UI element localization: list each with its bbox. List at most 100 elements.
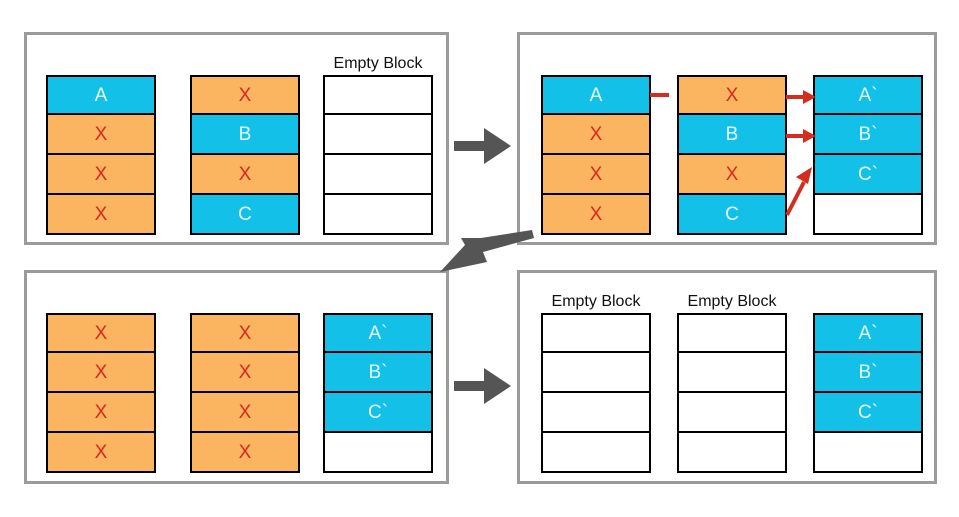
empty-block-label: Empty Block	[687, 293, 777, 310]
block-cell[interactable]	[677, 313, 787, 353]
stack-tl-3: Empty Block	[323, 55, 433, 235]
cell-label: X	[94, 401, 108, 423]
block-cell[interactable]	[541, 353, 651, 393]
cell-label: X	[94, 163, 108, 185]
cell-label: X	[94, 123, 108, 145]
cell-label: X	[725, 84, 739, 106]
block-cell[interactable]: X	[46, 155, 156, 195]
cell-label: X	[94, 441, 108, 463]
block-cell[interactable]: X	[541, 115, 651, 155]
cell-label: X	[94, 203, 108, 225]
stack-br-2: Empty Block	[677, 293, 787, 473]
block-cell[interactable]: X	[46, 433, 156, 473]
block-cell[interactable]: A`	[813, 313, 923, 353]
block-cell[interactable]: C	[190, 195, 300, 235]
block-cell[interactable]: X	[190, 393, 300, 433]
cell-label: X	[238, 361, 252, 383]
stack-tl-2: X B X C	[190, 75, 300, 235]
block-cell[interactable]	[541, 433, 651, 473]
flow-arrow-left-middle-icon	[440, 230, 534, 272]
block-cell[interactable]: X	[677, 155, 787, 195]
cell-label: B	[725, 123, 739, 145]
block-cell[interactable]: X	[190, 433, 300, 473]
stack-br-1: Empty Block	[541, 293, 651, 473]
block-cell[interactable]	[323, 115, 433, 155]
cell-label: X	[238, 84, 252, 106]
block-cell[interactable]: X	[46, 195, 156, 235]
block-cell[interactable]: X	[677, 75, 787, 115]
cell-label: X	[589, 203, 603, 225]
stack-tr-1: A X X X	[541, 75, 651, 235]
block-cell[interactable]: C`	[813, 393, 923, 433]
cell-label: C`	[857, 163, 879, 185]
block-cell[interactable]: B`	[813, 115, 923, 155]
block-cell[interactable]: X	[46, 313, 156, 353]
block-cell[interactable]	[677, 353, 787, 393]
cell-label: X	[589, 123, 603, 145]
block-cell[interactable]: C`	[323, 393, 433, 433]
block-cell[interactable]: A	[46, 75, 156, 115]
panel-step-2-copy-live-objects: A X X X X B X C A` B` C`	[517, 32, 937, 245]
block-cell[interactable]: A`	[323, 313, 433, 353]
block-cell[interactable]	[323, 195, 433, 235]
cell-label: X	[725, 163, 739, 185]
cell-label: C`	[367, 401, 389, 423]
cell-label: X	[238, 441, 252, 463]
flow-arrow-right-bottom-icon	[454, 368, 511, 404]
block-cell[interactable]	[323, 75, 433, 115]
empty-block-label: Empty Block	[333, 55, 423, 72]
block-cell[interactable]: X	[190, 155, 300, 195]
block-cell[interactable]: X	[190, 353, 300, 393]
cell-label: A	[589, 84, 603, 106]
block-cell[interactable]: B	[677, 115, 787, 155]
block-cell[interactable]: B`	[323, 353, 433, 393]
block-cell[interactable]: C	[677, 195, 787, 235]
cell-label: C`	[857, 401, 879, 423]
block-cell[interactable]: X	[190, 313, 300, 353]
block-cell[interactable]: X	[46, 393, 156, 433]
block-cell[interactable]: B	[190, 115, 300, 155]
block-cell[interactable]: X	[190, 75, 300, 115]
cell-label: X	[94, 322, 108, 344]
block-cell[interactable]	[677, 393, 787, 433]
cell-label: B`	[858, 123, 878, 145]
block-cell[interactable]	[323, 155, 433, 195]
empty-block-label: Empty Block	[551, 293, 641, 310]
panel-step-4-blocks-reclaimed: Empty Block Empty Block A` B` C`	[517, 270, 937, 484]
block-cell[interactable]: B`	[813, 353, 923, 393]
stack-tr-2: X B X C	[677, 75, 787, 235]
panel-step-3-old-blocks-all-dead: X X X X X X X X A` B` C`	[24, 270, 449, 484]
block-cell[interactable]: C`	[813, 155, 923, 195]
cell-label: A	[94, 84, 108, 106]
cell-label: A`	[858, 84, 878, 106]
cell-label: X	[238, 322, 252, 344]
panel-step-1-initial-heap: A X X X X B X C Empty Block	[24, 32, 449, 245]
block-cell[interactable]: X	[46, 353, 156, 393]
block-cell[interactable]: X	[541, 195, 651, 235]
cell-label: X	[94, 361, 108, 383]
block-cell[interactable]	[541, 393, 651, 433]
flow-arrow-right-top-icon	[454, 128, 511, 164]
block-cell[interactable]: X	[46, 115, 156, 155]
block-cell[interactable]	[541, 313, 651, 353]
stack-br-3: A` B` C`	[813, 313, 923, 473]
block-cell[interactable]: X	[541, 155, 651, 195]
cell-label: B`	[368, 361, 388, 383]
cell-label: A`	[368, 322, 388, 344]
cell-label: C	[238, 203, 252, 225]
block-cell[interactable]	[813, 195, 923, 235]
stack-bl-3: A` B` C`	[323, 313, 433, 473]
stack-bl-2: X X X X	[190, 313, 300, 473]
block-cell[interactable]	[323, 433, 433, 473]
stack-tr-3: A` B` C`	[813, 75, 923, 235]
cell-label: C	[725, 203, 739, 225]
stack-bl-1: X X X X	[46, 313, 156, 473]
block-cell[interactable]	[813, 433, 923, 473]
cell-label: X	[238, 163, 252, 185]
cell-label: X	[589, 163, 603, 185]
block-cell[interactable]	[677, 433, 787, 473]
cell-label: X	[238, 401, 252, 423]
block-cell[interactable]: A	[541, 75, 651, 115]
block-cell[interactable]: A`	[813, 75, 923, 115]
